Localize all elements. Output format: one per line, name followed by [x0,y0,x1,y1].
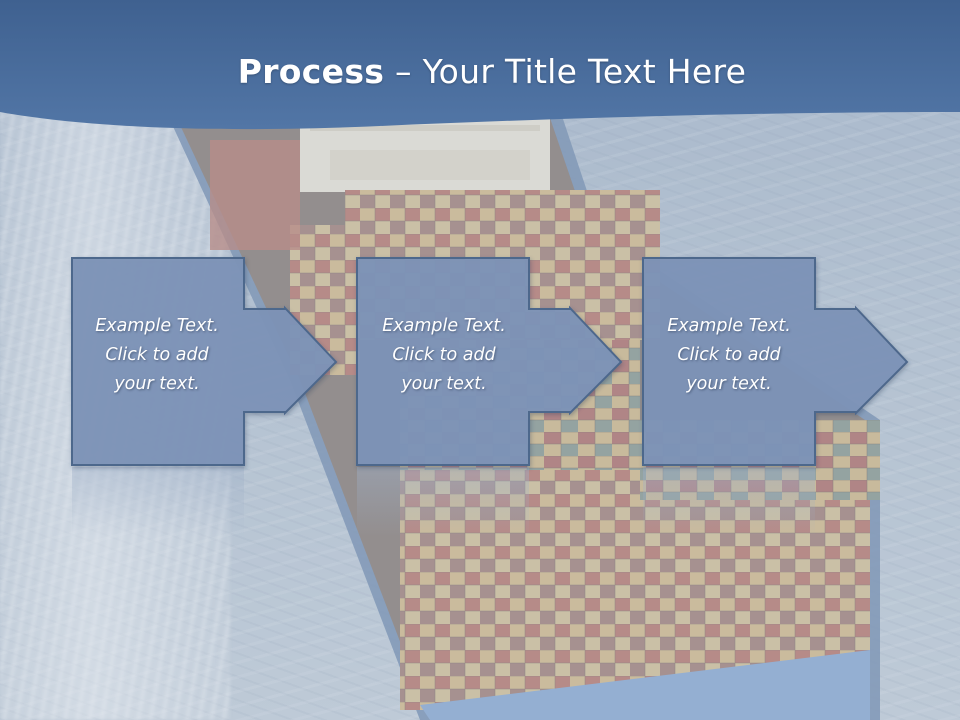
step-3-reflection [643,467,815,537]
step-1-line-3: your text. [114,374,200,394]
step-1-reflection [72,467,244,537]
step-2-line-1: Example Text. [382,316,506,336]
slide-title[interactable]: Process – Your Title Text Here [0,52,960,91]
title-rest: – Your Title Text Here [384,52,747,91]
step-3-line-1: Example Text. [667,316,791,336]
step-1-text[interactable]: Example Text. Click to add your text. [70,312,244,399]
step-2-reflection [357,467,529,537]
step-2-line-3: your text. [401,374,487,394]
step-1-arrow-shape[interactable] [71,257,338,466]
title-bold: Process [237,52,385,91]
step-3-line-2: Click to add [677,345,781,365]
step-1-line-2: Click to add [105,345,209,365]
step-2-arrow-shape[interactable] [356,257,623,466]
step-3-text[interactable]: Example Text. Click to add your text. [642,312,816,399]
step-1-line-1: Example Text. [95,316,219,336]
header-band [0,0,960,130]
step-3-arrow-shape[interactable] [642,257,909,466]
step-2-line-2: Click to add [392,345,496,365]
step-2-text[interactable]: Example Text. Click to add your text. [357,312,531,399]
step-3-line-3: your text. [686,374,772,394]
